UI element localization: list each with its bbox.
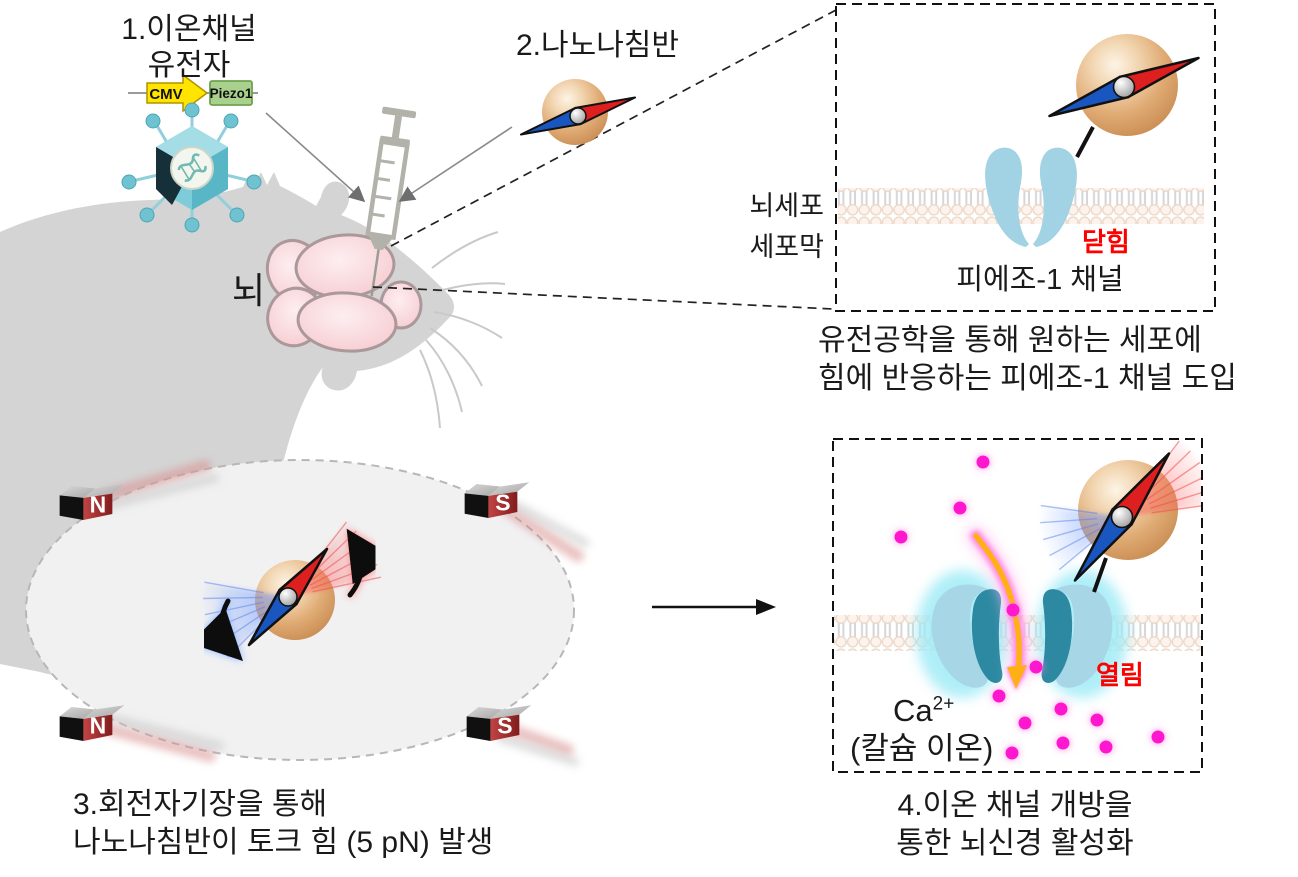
pointer-line-compass bbox=[398, 126, 513, 202]
calcium-symbol-label: Ca2+ bbox=[893, 692, 954, 729]
calcium-ion bbox=[1018, 716, 1032, 730]
calcium-ion bbox=[1056, 736, 1070, 750]
open-state-badge: 열림 bbox=[1096, 660, 1144, 690]
compass-pivot bbox=[1110, 505, 1134, 529]
caption-step-gene: 유전공학을 통해 원하는 세포에 힘에 반응하는 피에조-1 채널 도입 bbox=[818, 322, 1237, 398]
cell-membrane-label: 뇌세포 세포막 bbox=[700, 186, 824, 267]
tether-line bbox=[1092, 557, 1108, 593]
nano-compass-open bbox=[1040, 440, 1201, 593]
brain-illustration bbox=[265, 233, 423, 353]
closed-state-badge: 닫힘 bbox=[1082, 227, 1130, 257]
gene-construct: CMV Piezo1 bbox=[128, 73, 258, 113]
magnet-pole-label: N bbox=[90, 712, 107, 738]
step1-title-line2: 유전자 bbox=[147, 49, 231, 82]
zoom-line-bottom bbox=[372, 286, 834, 310]
torque-arrow-blue bbox=[190, 598, 244, 662]
piezo1-channel-open-left bbox=[931, 584, 1003, 688]
magnet-s-top: S bbox=[464, 482, 530, 518]
caption-activation-line1: 4.이온 채널 개방을 bbox=[897, 789, 1133, 822]
brain-label: 뇌 bbox=[232, 270, 266, 311]
flow-arrow bbox=[652, 599, 776, 615]
calcium-ions bbox=[894, 455, 1165, 760]
nano-compass-torque bbox=[190, 521, 395, 662]
piezo1-channel-closed bbox=[985, 147, 1077, 247]
ion-symbol: Ca bbox=[893, 693, 933, 728]
pointer-line-gene bbox=[265, 112, 366, 203]
caption-activation-line2: 통한 뇌신경 활성화 bbox=[896, 827, 1134, 861]
piezo1-channel-open-right bbox=[1041, 584, 1113, 688]
rotating-field: N S N S bbox=[25, 459, 590, 767]
gene-label: Piezo1 bbox=[210, 86, 253, 101]
ion-flow-arrow bbox=[966, 526, 1030, 691]
tether-line bbox=[1075, 126, 1095, 158]
virus-icon bbox=[121, 102, 262, 233]
caption-step-activation: 4.이온 채널 개방을 통한 뇌신경 활성화 bbox=[845, 787, 1185, 863]
cell-label-line2: 세포막 bbox=[749, 231, 824, 262]
calcium-ion bbox=[1090, 713, 1104, 727]
calcium-ion bbox=[1151, 730, 1165, 744]
magnet-n-bottom: N bbox=[59, 705, 125, 741]
caption-torque-line1: 3.회전자기장을 통해 bbox=[73, 788, 328, 821]
calcium-ion bbox=[976, 455, 990, 469]
step1-title-line1: 1.이온채널 bbox=[121, 13, 257, 46]
step1-title: 1.이온채널 유전자 bbox=[89, 12, 289, 84]
compass-pivot bbox=[278, 587, 298, 607]
magnet-s-bottom: S bbox=[466, 705, 532, 741]
detail-box-open bbox=[832, 438, 1203, 773]
ion-charge: 2+ bbox=[932, 693, 955, 715]
dna-icon bbox=[177, 153, 207, 182]
calcium-ion bbox=[1029, 660, 1043, 674]
compass-pivot bbox=[1112, 75, 1136, 99]
caption-torque-line2: 나노나침반이 토크 힘 (5 pN) 발생 bbox=[73, 826, 494, 860]
detail-scene-closed bbox=[835, 3, 1216, 312]
detail-box-closed bbox=[835, 3, 1216, 312]
torque-arrow-red bbox=[346, 528, 395, 598]
calcium-ion bbox=[1006, 603, 1020, 617]
calcium-ion bbox=[953, 501, 967, 515]
cell-membrane-closed bbox=[838, 188, 1204, 224]
magnet-n-top: N bbox=[59, 484, 125, 520]
caption-step-torque: 3.회전자기장을 통해 나노나침반이 토크 힘 (5 pN) 발생 bbox=[73, 786, 493, 862]
calcium-ion bbox=[1099, 740, 1113, 754]
step2-title: 2.나노나침반 bbox=[515, 29, 680, 62]
calcium-ion bbox=[1005, 746, 1019, 760]
calcium-ion bbox=[1054, 702, 1068, 716]
zoom-line-top bbox=[390, 9, 837, 247]
cmv-promoter-arrow bbox=[146, 73, 209, 113]
magnet-pole-label: S bbox=[495, 489, 510, 515]
mouse-whiskers bbox=[419, 231, 506, 429]
compass-pivot bbox=[569, 107, 587, 125]
calcium-name-label: (칼슘 이온) bbox=[850, 731, 994, 766]
piezo1-gene-box bbox=[209, 80, 253, 106]
calcium-ion bbox=[992, 689, 1006, 703]
nano-compass-free bbox=[520, 79, 636, 145]
cell-label-line1: 뇌세포 bbox=[749, 191, 824, 221]
magnet-pole-label: N bbox=[90, 491, 107, 517]
caption-gene-line1: 유전공학을 통해 원하는 세포에 bbox=[818, 324, 1202, 357]
calcium-ion bbox=[894, 530, 908, 544]
caption-gene-line2: 힘에 반응하는 피에조-1 채널 도입 bbox=[818, 362, 1237, 396]
promoter-label: CMV bbox=[149, 86, 182, 103]
channel-name-label: 피에조-1 채널 bbox=[956, 264, 1124, 296]
magnet-pole-label: S bbox=[497, 712, 512, 738]
detail-scene-open bbox=[834, 440, 1201, 760]
